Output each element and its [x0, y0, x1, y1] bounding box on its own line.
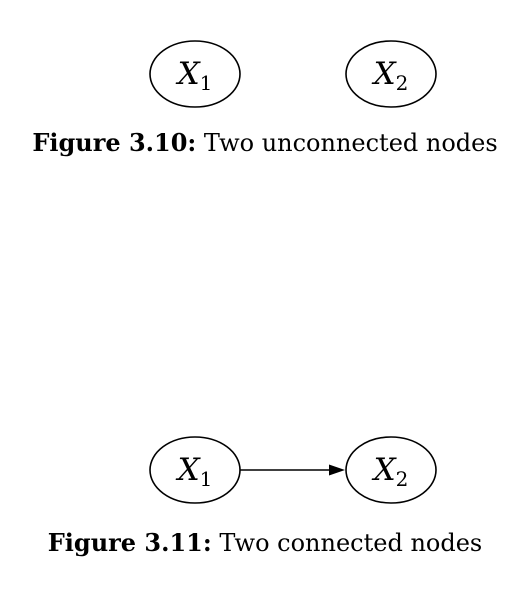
node-x1: X1: [149, 436, 241, 504]
node-x2-var: X: [372, 452, 398, 488]
caption-label: Figure 3.10:: [32, 128, 197, 157]
node-x1-ellipse: [149, 436, 241, 504]
node-x1-sub: 1: [200, 467, 213, 491]
figure-caption: Figure 3.11: Two connected nodes: [0, 528, 530, 558]
figure-3-11: X1 X2 Figure 3.11: Two connected nodes: [0, 400, 530, 602]
node-x2-ellipse: [345, 436, 437, 504]
node-x2-ellipse: [345, 40, 437, 108]
node-x1-ellipse: [149, 40, 241, 108]
figure-caption: Figure 3.10: Two unconnected nodes: [0, 128, 530, 158]
diagram-unconnected: X1 X2: [149, 40, 437, 108]
arrowhead-icon: [329, 464, 345, 476]
node-x1-var: X: [176, 452, 202, 488]
node-x2-var: X: [372, 56, 398, 92]
diagram-connected: X1 X2: [149, 436, 437, 504]
node-x1-label: X1: [176, 452, 213, 491]
node-x2-sub: 2: [396, 71, 409, 95]
node-x1-label: X1: [176, 56, 213, 95]
caption-label: Figure 3.11:: [47, 528, 212, 557]
edge-x1-x2: [240, 464, 345, 476]
figure-3-10: X1 X2 Figure 3.10: Two unconnected nodes: [0, 0, 530, 200]
node-x2: X2: [345, 40, 437, 108]
node-x2: X2: [345, 436, 437, 504]
node-x1: X1: [149, 40, 241, 108]
node-x2-label: X2: [372, 452, 409, 491]
node-x2-label: X2: [372, 56, 409, 95]
node-x1-sub: 1: [200, 71, 213, 95]
node-x1-var: X: [176, 56, 202, 92]
caption-text: Two unconnected nodes: [203, 129, 498, 157]
caption-text: Two connected nodes: [219, 529, 483, 557]
node-x2-sub: 2: [396, 467, 409, 491]
